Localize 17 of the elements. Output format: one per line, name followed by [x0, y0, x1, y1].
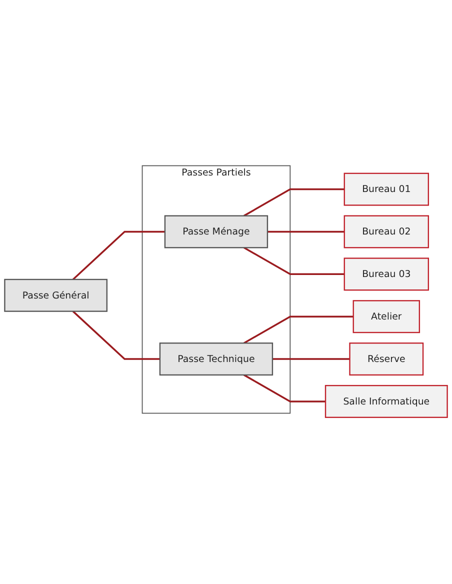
node-box: Salle Informatique — [324, 385, 448, 418]
connector — [267, 231, 344, 234]
node-box: Passe Ménage — [164, 216, 268, 249]
node-box: Réserve — [349, 342, 424, 376]
node-box: Passe Général — [4, 279, 108, 312]
node-box: Bureau 02 — [344, 216, 429, 249]
connector — [72, 231, 165, 281]
node-box: Atelier — [352, 300, 420, 334]
connector — [244, 188, 344, 218]
node-box: Bureau 01 — [344, 173, 429, 206]
connector — [244, 247, 344, 276]
connector — [244, 316, 354, 344]
connector — [244, 374, 326, 403]
connector — [272, 358, 350, 360]
node-box: Bureau 03 — [344, 258, 429, 292]
node-box: Passe Technique — [159, 342, 274, 376]
connector — [72, 311, 160, 360]
